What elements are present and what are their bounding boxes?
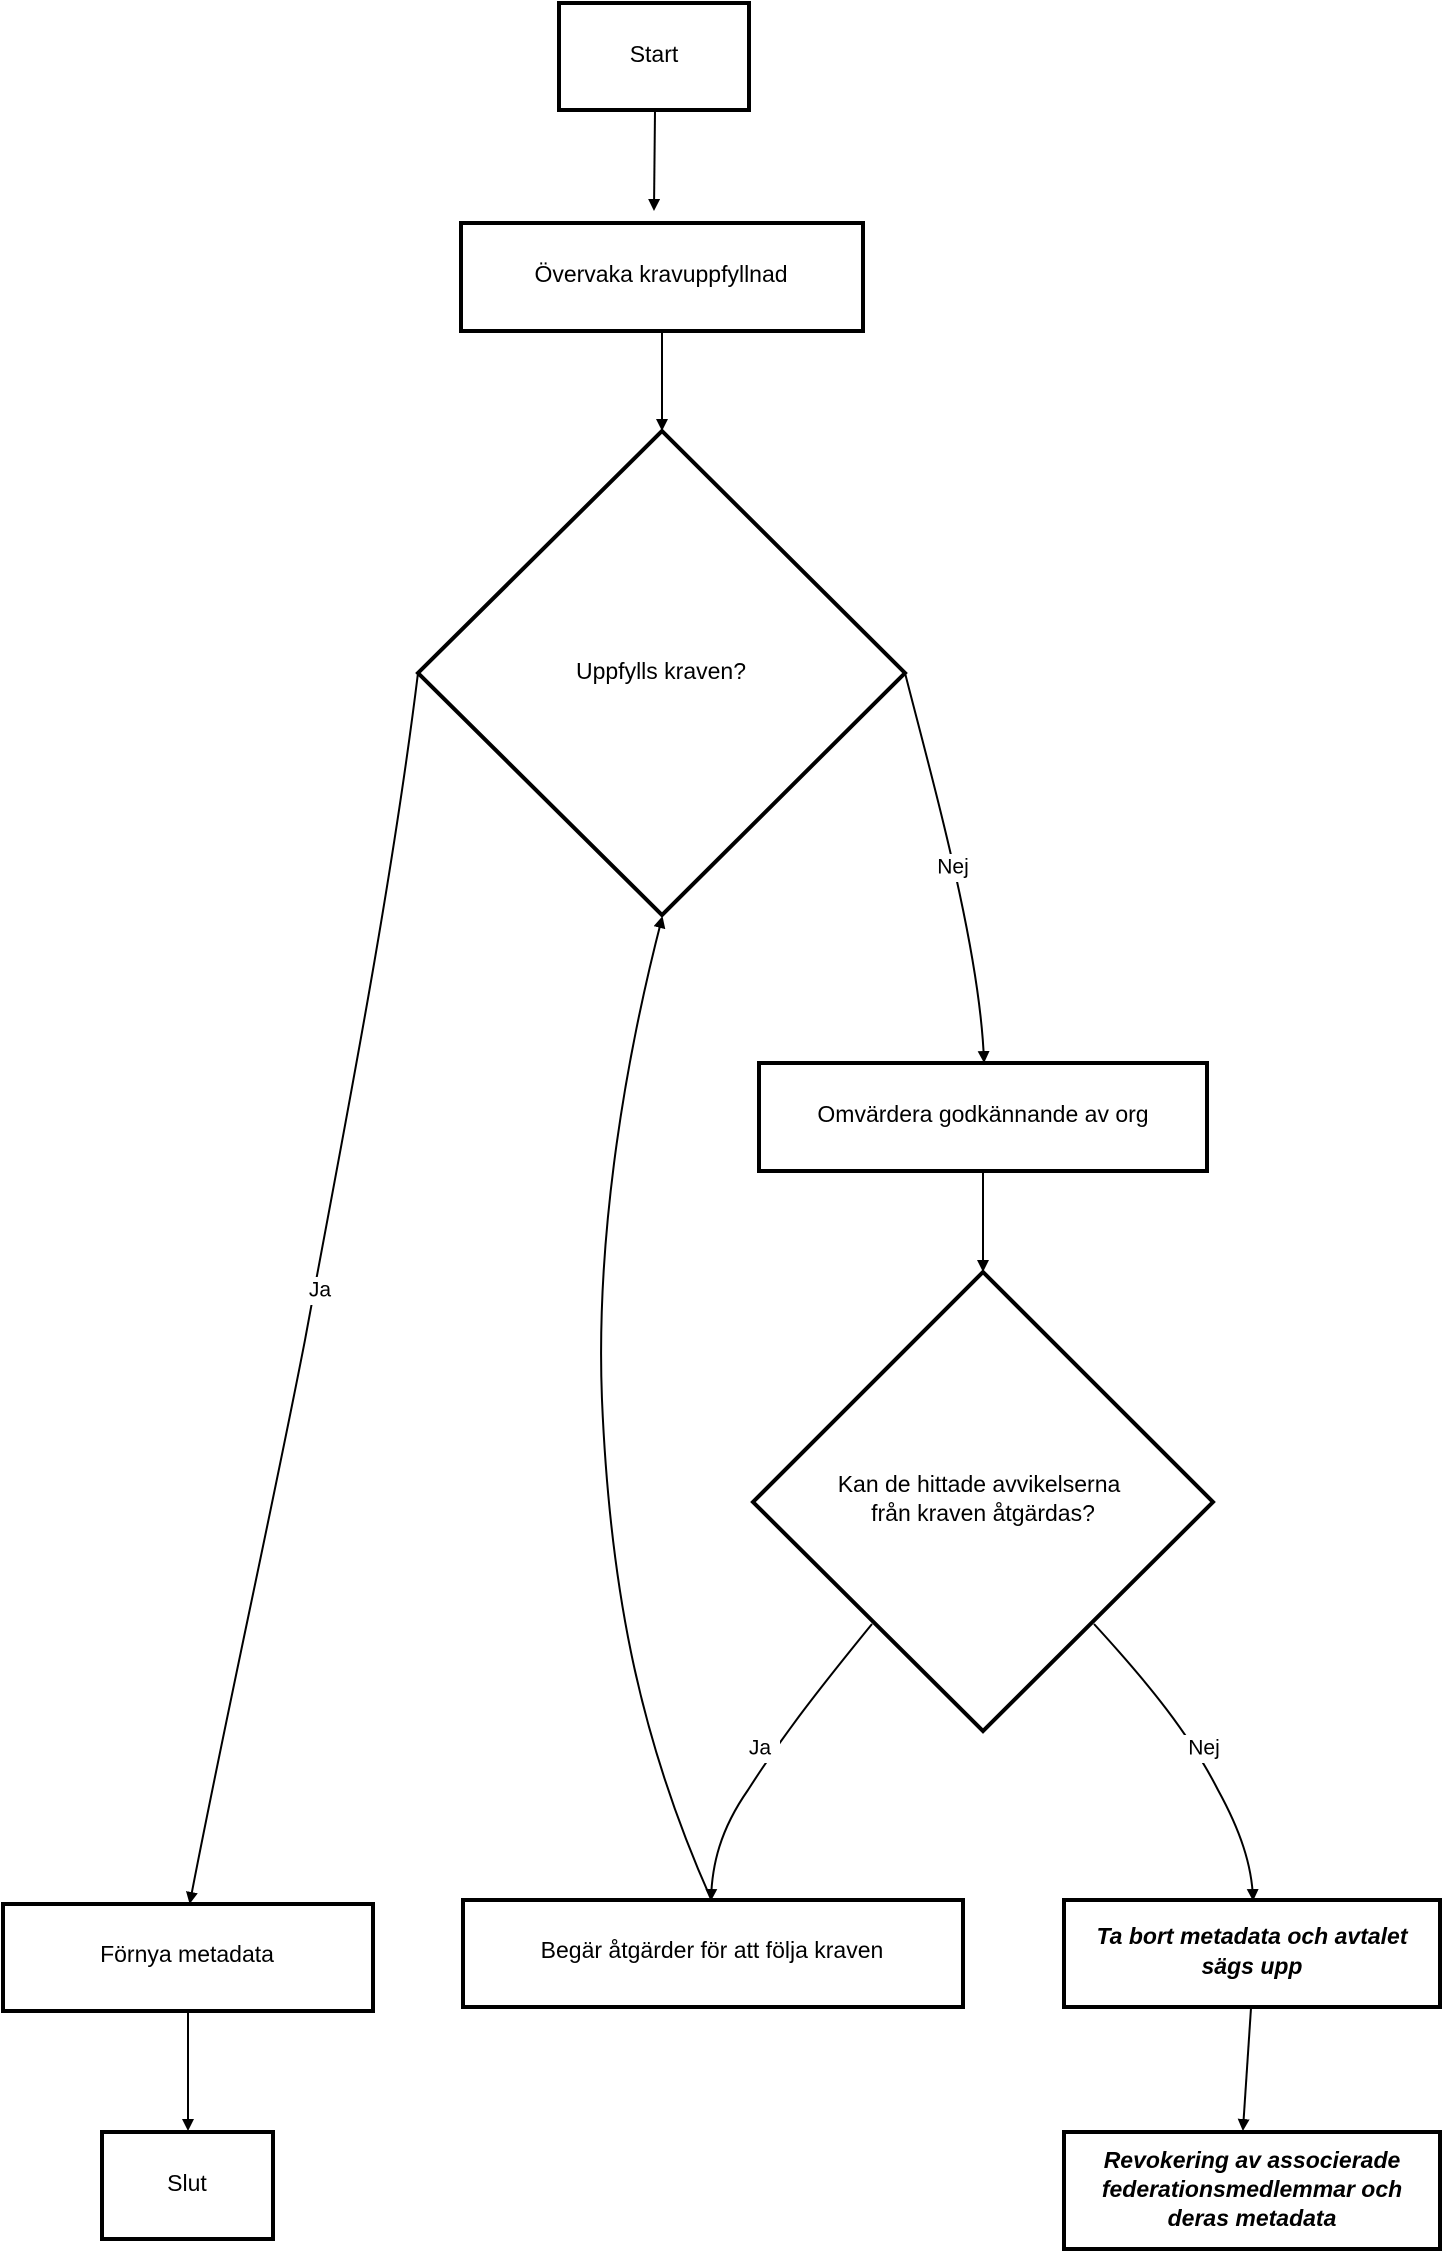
start-node: Start bbox=[557, 1, 751, 112]
edge-label-fixable-no: Nej bbox=[1181, 1735, 1227, 1763]
monitor-node: Övervaka kravuppfyllnad bbox=[459, 221, 865, 333]
decision-fixable-label-line1: Kan de hittade avvikelserna bbox=[838, 1471, 1121, 1497]
request-actions-node: Begär åtgärder för att följa kraven bbox=[461, 1898, 965, 2009]
revoke-label-line3: deras metadata bbox=[1168, 2205, 1337, 2231]
edge-label-met-yes: Ja bbox=[300, 1277, 340, 1305]
edge-label-met-yes-text: Ja bbox=[309, 1279, 332, 1302]
decision-met-label: Uppfylls kraven? bbox=[576, 658, 746, 684]
edge-remove-to-revoke bbox=[1237, 2007, 1252, 2131]
edge-decision2-no-to-remove bbox=[1093, 1623, 1259, 1901]
revoke-node: Revokering av associerade federationsmed… bbox=[1062, 2130, 1442, 2251]
edge-request-to-decision-loop bbox=[600, 916, 712, 1900]
edge-label-fixable-yes: Ja bbox=[740, 1735, 780, 1763]
monitor-label: Övervaka kravuppfyllnad bbox=[534, 261, 787, 287]
request-actions-label: Begär åtgärder för att följa kraven bbox=[541, 1937, 884, 1963]
decision-fixable-node: Kan de hittade avvikelserna från kraven … bbox=[750, 1269, 1216, 1734]
remove-metadata-label-line1: Ta bort metadata och avtalet bbox=[1096, 1923, 1408, 1949]
edge-label-met-no: Nej bbox=[930, 854, 976, 882]
reassess-label: Omvärdera godkännande av org bbox=[817, 1101, 1148, 1127]
edge-label-fixable-yes-text: Ja bbox=[749, 1737, 772, 1760]
revoke-label-line1: Revokering av associerade bbox=[1104, 2147, 1401, 2173]
renew-label: Förnya metadata bbox=[100, 1941, 274, 1967]
remove-metadata-node: Ta bort metadata och avtalet sägs upp bbox=[1062, 1898, 1442, 2009]
edge-decision-yes-to-renew bbox=[185, 672, 419, 1904]
decision-met-node: Uppfylls kraven? bbox=[415, 428, 908, 918]
edge-decision2-yes-to-request bbox=[705, 1623, 873, 1901]
decision-fixable-label-line2: från kraven åtgärdas? bbox=[871, 1500, 1095, 1526]
renew-node: Förnya metadata bbox=[1, 1902, 375, 2013]
start-label: Start bbox=[630, 41, 679, 67]
edge-start-to-monitor bbox=[648, 110, 661, 211]
edge-label-fixable-no-text: Nej bbox=[1188, 1737, 1220, 1760]
revoke-label-line2: federationsmedlemmar och bbox=[1102, 2176, 1402, 2202]
reassess-node: Omvärdera godkännande av org bbox=[757, 1061, 1209, 1173]
end-node: Slut bbox=[100, 2130, 275, 2241]
end-label: Slut bbox=[167, 2170, 207, 2196]
remove-metadata-label-line2: sägs upp bbox=[1202, 1953, 1303, 1979]
edge-label-met-no-text: Nej bbox=[937, 856, 969, 879]
